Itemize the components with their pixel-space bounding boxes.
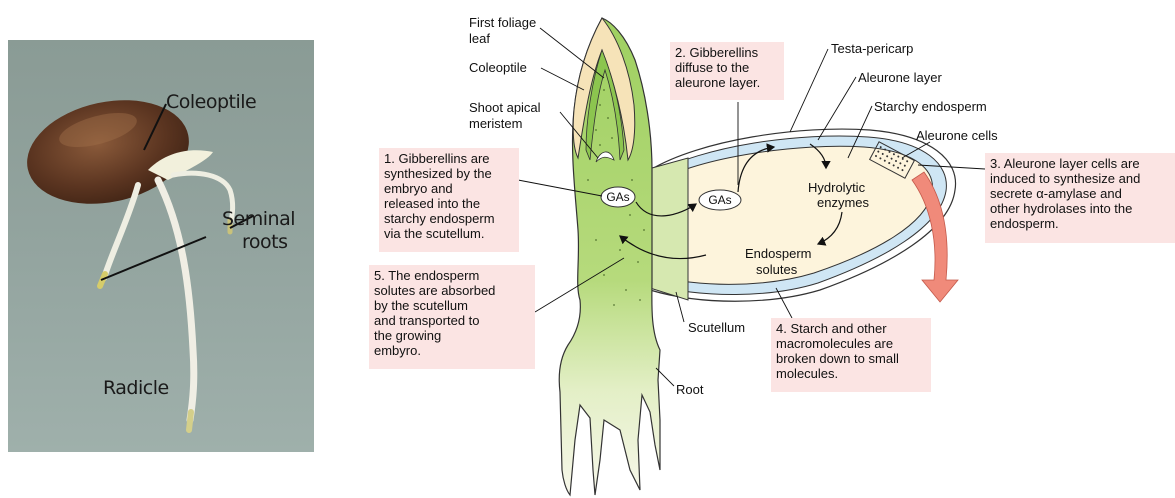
step-2-box: 2. Gibberellins diffuse to the aleurone … [670,42,784,100]
step-2-line: aleurone layer. [675,75,779,90]
step-2-line: 2. Gibberellins [675,45,779,60]
step-1-line: released into the [384,196,514,211]
step-3-box: 3. Aleurone layer cells are induced to s… [985,153,1175,243]
step-1-line: via the scutellum. [384,226,514,241]
step-1-line: starchy endosperm [384,211,514,226]
label-hydrolytic-enzymes-1: Hydrolytic [808,180,865,195]
label-aleurone-cells: Aleurone cells [916,128,998,143]
label-root: Root [676,382,703,397]
step-1-box: 1. Gibberellins are synthesized by the e… [379,148,519,252]
step-1-line: 1. Gibberellins are [384,151,514,166]
step-5-line: 5. The endosperm [374,268,530,283]
step-1-line: embryo and [384,181,514,196]
step-1-line: synthesized by the [384,166,514,181]
step-2-line: diffuse to the [675,60,779,75]
step-4-line: broken down to small [776,351,926,366]
step-4-line: molecules. [776,366,926,381]
label-shoot-apical-meristem-2: meristem [469,116,522,131]
step-3-line: induced to synthesize and [990,171,1170,186]
label-testa-pericarp: Testa-pericarp [831,41,913,56]
embryo-axis [559,18,660,495]
label-endosperm-solutes-1: Endosperm [745,246,811,261]
label-first-foliage-leaf-1: First foliage [469,15,536,30]
label-hydrolytic-enzymes-2: enzymes [817,195,869,210]
step-4-box: 4. Starch and other macromolecules are b… [771,318,931,392]
step-5-line: embyro. [374,343,530,358]
step-4-line: 4. Starch and other [776,321,926,336]
step-5-line: and transported to [374,313,530,328]
label-scutellum: Scutellum [688,320,745,335]
step-3-line: secrete α-amylase and [990,186,1170,201]
scutellum [650,158,688,300]
step-5-line: the growing [374,328,530,343]
label-shoot-apical-meristem-1: Shoot apical [469,100,541,115]
step-5-line: solutes are absorbed [374,283,530,298]
label-endosperm-solutes-2: solutes [756,262,797,277]
label-gas-embryo: GAs [604,190,632,204]
label-first-foliage-leaf-2: leaf [469,31,490,46]
label-starchy-endosperm: Starchy endosperm [874,99,987,114]
step-3-line: endosperm. [990,216,1170,231]
step-5-box: 5. The endosperm solutes are absorbed by… [369,265,535,369]
step-4-line: macromolecules are [776,336,926,351]
label-gas-endosperm: GAs [704,193,736,207]
step-3-line: other hydrolases into the [990,201,1170,216]
label-aleurone-layer: Aleurone layer [858,70,942,85]
step-5-line: by the scutellum [374,298,530,313]
label-coleoptile: Coleoptile [469,60,527,75]
step-3-line: 3. Aleurone layer cells are [990,156,1170,171]
